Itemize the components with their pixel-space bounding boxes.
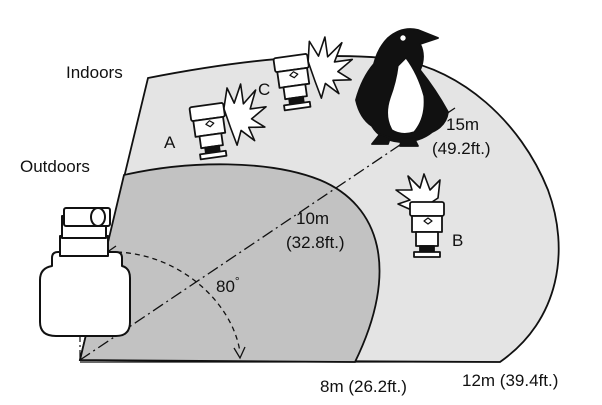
camera-icon [39,207,131,337]
angle-value: 80 [216,277,235,296]
label-range-10m-ft: (32.8ft.) [286,233,345,252]
outdoor-range-zone [78,163,381,363]
arc-arrow-down-icon [233,346,246,360]
label-angle: 80° [216,274,240,296]
label-flash-b: B [452,231,463,250]
angle-unit: ° [235,274,240,288]
label-range-10m: 10m [296,209,329,228]
flash-unit-icon [409,201,445,258]
flash-unit-c [272,36,354,112]
label-outdoors: Outdoors [20,157,90,176]
angle-arc [107,251,241,353]
light-burst-icon [307,36,354,99]
flash-unit-icon [272,53,312,112]
flash-unit-icon [188,102,228,161]
label-dist-8m: 8m (26.2ft.) [320,377,407,396]
flash-unit-a [188,83,267,161]
label-range-15m-ft: (49.2ft.) [432,139,491,158]
flash-axis-line [79,107,456,361]
label-flash-c: C [258,80,270,99]
label-range-15m: 15m [446,115,479,134]
penguin-icon [355,28,449,147]
label-dist-12m: 12m (39.4ft.) [462,371,558,390]
light-burst-icon [223,83,267,146]
label-indoors: Indoors [66,63,123,82]
label-flash-a: A [164,133,176,152]
flash-unit-b [395,173,445,258]
